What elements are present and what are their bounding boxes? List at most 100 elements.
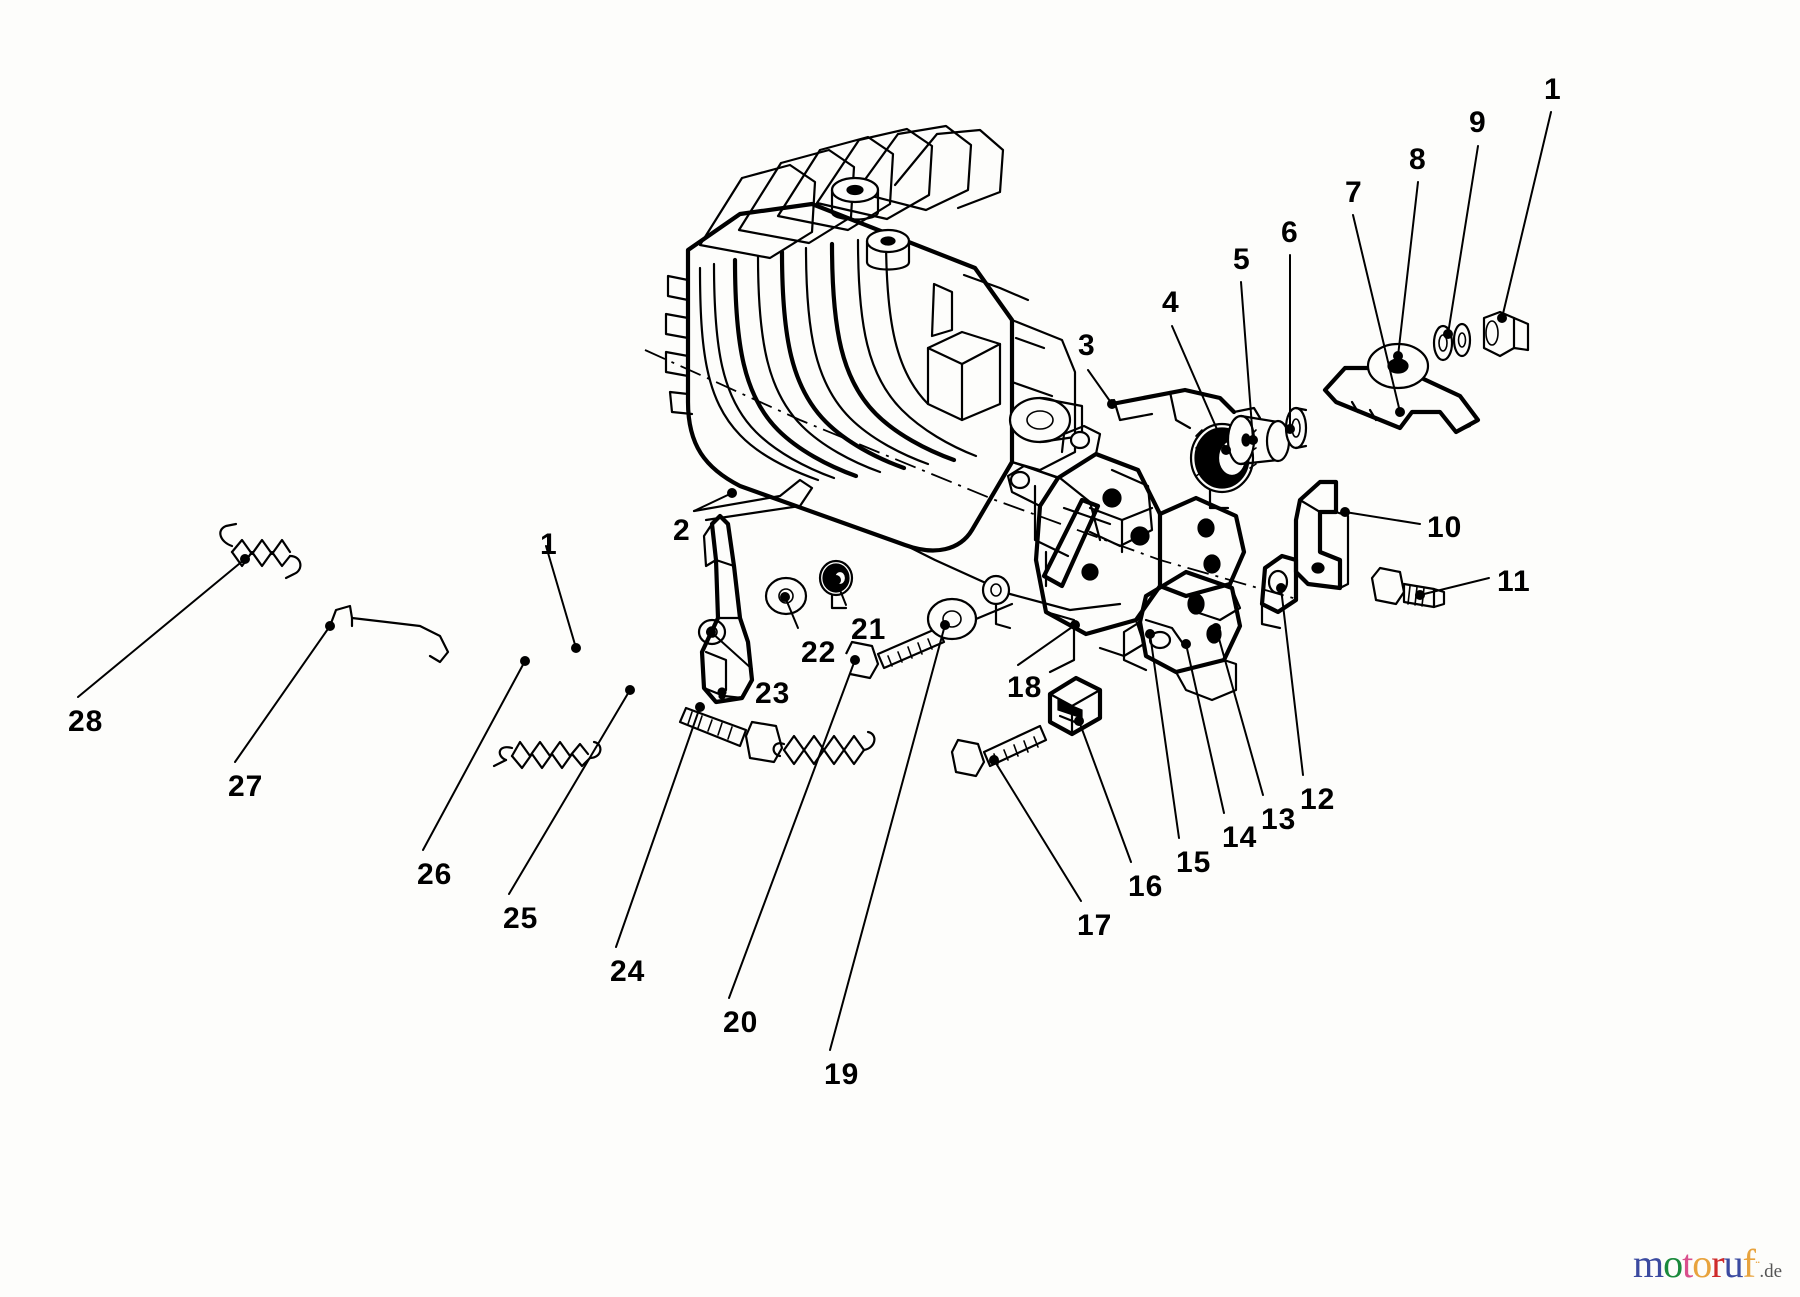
watermark-letter: o	[1663, 1241, 1683, 1286]
callout-number-c12[interactable]: 12	[1300, 783, 1336, 816]
part-20-screw	[845, 626, 946, 680]
part-11-hex-bolt	[1370, 566, 1446, 609]
part-24-hex-bolt	[678, 706, 784, 764]
leader-line-7	[1352, 214, 1401, 413]
callout-number-c1mid[interactable]: 1	[540, 528, 558, 561]
callout-number-c5[interactable]: 5	[1233, 243, 1251, 276]
leader-line-23	[710, 631, 753, 670]
callout-number-c3[interactable]: 3	[1078, 329, 1096, 362]
leader-line-24	[615, 706, 701, 948]
part-28-spring	[219, 522, 302, 580]
callout-number-c18[interactable]: 18	[1007, 671, 1043, 704]
callout-number-c11[interactable]: 11	[1497, 565, 1531, 598]
callout-number-c13[interactable]: 13	[1261, 803, 1297, 836]
leader-line-1	[1501, 111, 1552, 319]
leader-line-5	[1240, 281, 1254, 441]
leader-line-22	[784, 596, 799, 629]
part-2-link-rod	[692, 478, 814, 522]
leader-dot-18	[1070, 620, 1080, 630]
leader-dot-4	[1221, 445, 1231, 455]
part-17-clamp-screw	[950, 724, 1048, 778]
callout-number-c17[interactable]: 17	[1077, 909, 1113, 942]
callout-number-c24[interactable]: 24	[610, 955, 646, 988]
callout-number-c1top[interactable]: 1	[1544, 73, 1562, 106]
leader-dot-27	[325, 621, 335, 631]
leader-line-13	[1215, 627, 1264, 796]
callout-number-c22[interactable]: 22	[801, 636, 837, 669]
leader-dot-5	[1248, 435, 1258, 445]
part-10-clip-bracket	[1293, 479, 1350, 591]
leader-dot-25	[625, 685, 635, 695]
leader-line-17	[993, 759, 1082, 902]
watermark-letter: o	[1692, 1241, 1712, 1286]
callout-number-c8[interactable]: 8	[1409, 143, 1427, 176]
callout-number-c4[interactable]: 4	[1162, 286, 1180, 319]
central-governor-bracket	[981, 424, 1247, 674]
part-16-cable-clamp	[1047, 675, 1103, 737]
part-27-rod	[328, 604, 450, 664]
callout-number-c10[interactable]: 10	[1427, 511, 1463, 544]
callout-number-c14[interactable]: 14	[1222, 821, 1258, 854]
cylinder-head-group	[644, 124, 1301, 612]
leader-line-19	[829, 624, 946, 1051]
callout-number-c21[interactable]: 21	[851, 613, 887, 646]
callout-number-c28[interactable]: 28	[68, 705, 104, 738]
callout-number-c19[interactable]: 19	[824, 1058, 860, 1091]
part-25-governor-lever	[699, 513, 755, 705]
leader-line-14	[1185, 643, 1225, 814]
leader-dot-11	[1415, 590, 1425, 600]
leader-dot-22	[780, 592, 790, 602]
leader-line-20	[728, 659, 856, 999]
leader-line-18	[1017, 624, 1076, 666]
leader-dot-10	[1340, 507, 1350, 517]
leader-dot-20	[850, 655, 860, 665]
callout-number-c15[interactable]: 15	[1176, 846, 1212, 879]
leader-line-28	[77, 558, 246, 698]
callout-number-c16[interactable]: 16	[1128, 870, 1164, 903]
callout-number-c20[interactable]: 20	[723, 1006, 759, 1039]
leader-dot-13	[1211, 623, 1221, 633]
leader-dot-24	[695, 702, 705, 712]
watermark-dots-icon: ..	[1754, 1250, 1760, 1266]
leader-dot-3	[1107, 399, 1117, 409]
leader-line-11	[1419, 577, 1490, 596]
motoruf-watermark: motoruf...de	[1633, 1240, 1782, 1287]
leader-line-27	[234, 625, 331, 763]
callout-number-c23[interactable]: 23	[755, 677, 791, 710]
leader-line-15	[1149, 633, 1180, 839]
watermark-letter: u	[1723, 1241, 1744, 1286]
watermark-letter: f	[1742, 1241, 1756, 1286]
part-9-lock-washer	[1452, 322, 1472, 358]
callout-number-c26[interactable]: 26	[417, 858, 453, 891]
leader-dot-7	[1395, 407, 1405, 417]
leader-line-9	[1447, 145, 1479, 335]
leader-dot-28	[240, 554, 250, 564]
leader-dot-26	[520, 656, 530, 666]
callout-number-c6[interactable]: 6	[1281, 216, 1299, 249]
part-5-spool-spacer	[1226, 414, 1291, 466]
leader-line-12	[1280, 587, 1304, 776]
callout-number-c7[interactable]: 7	[1345, 176, 1363, 209]
leader-dot-8	[1393, 351, 1403, 361]
leader-line-25	[508, 689, 631, 895]
head-bolt-bosses	[830, 176, 911, 271]
leader-line-4	[1171, 325, 1227, 451]
part-26-spring	[492, 740, 602, 770]
part-7-bracket-plate	[1322, 342, 1481, 435]
leader-dot-2	[727, 488, 737, 498]
leader-dot-1	[1497, 313, 1507, 323]
leader-dot-1	[571, 643, 581, 653]
callout-number-c9[interactable]: 9	[1469, 106, 1487, 139]
watermark-letter: r	[1711, 1241, 1724, 1286]
callout-number-c2[interactable]: 2	[673, 514, 691, 547]
watermark-letter: t	[1682, 1241, 1693, 1286]
leader-line-3	[1087, 369, 1113, 405]
leader-dot-6	[1285, 424, 1295, 434]
callout-number-c27[interactable]: 27	[228, 770, 264, 803]
leader-dot-19	[940, 620, 950, 630]
right-spring	[772, 730, 876, 766]
leader-line-16	[1078, 720, 1132, 863]
callout-number-c25[interactable]: 25	[503, 902, 539, 935]
